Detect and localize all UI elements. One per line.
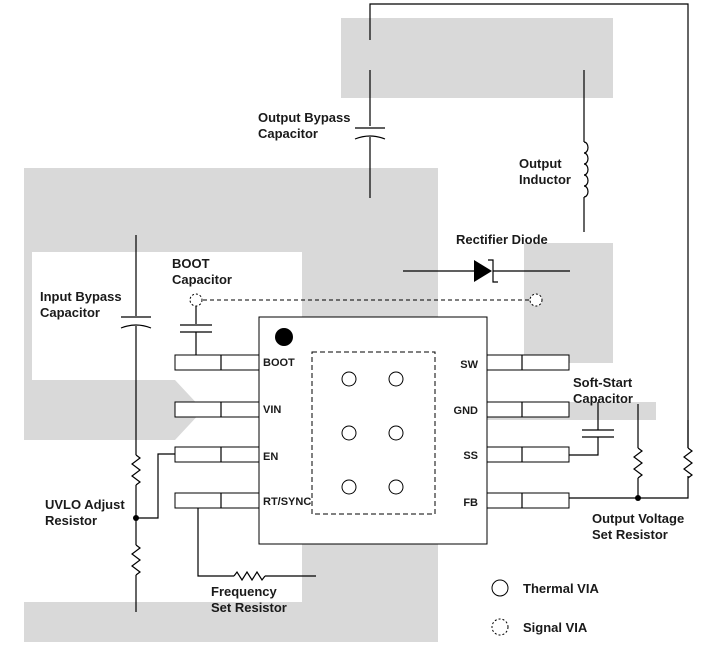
output-feedback-wire [369, 3, 689, 448]
vin-copper-area [24, 380, 203, 440]
pin-en: EN [263, 451, 278, 463]
thermal-pad [311, 351, 436, 515]
output-copper-area [341, 18, 613, 98]
output-voltage-set-resistor-label: Output Voltage Set Resistor [592, 511, 688, 542]
signal-via-legend-label: Signal VIA [523, 620, 588, 635]
ic-body [258, 316, 488, 545]
thermal-vias [341, 371, 404, 495]
pin-sw: SW [460, 359, 478, 371]
boot-capacitor-label: BOOT Capacitor [172, 256, 232, 287]
output-inductor-label: Output Inductor [519, 156, 571, 187]
legend: Thermal VIA Signal VIA [491, 579, 599, 636]
soft-start-capacitor-label: Soft-Start Capacitor [573, 375, 636, 406]
bottom-ground-plane [24, 602, 438, 642]
thermal-via-legend-icon [491, 579, 509, 597]
thermal-via [341, 371, 357, 387]
pin-ss: SS [463, 450, 478, 462]
thermal-via [388, 425, 404, 441]
ic-package: BOOT VIN EN RT/SYNC SW GND SS FB [174, 316, 570, 545]
pin1-marker [275, 328, 293, 346]
rectifier-diode-label: Rectifier Diode [456, 232, 548, 247]
thermal-via-legend-label: Thermal VIA [523, 581, 599, 596]
top-ground-plane [24, 168, 438, 252]
pin-gnd: GND [454, 405, 479, 417]
output-bypass-capacitor-label: Output Bypass Capacitor [258, 110, 354, 141]
pin-boot: BOOT [263, 357, 295, 369]
left-ground-strip [24, 252, 32, 382]
signal-via-legend-icon [491, 618, 509, 636]
frequency-set-resistor-label: Frequency Set Resistor [211, 584, 287, 615]
signal-via [529, 293, 543, 307]
wiring [120, 3, 693, 612]
pin-fb: FB [463, 497, 478, 509]
thermal-via [388, 371, 404, 387]
pin-rt-sync: RT/SYNC [263, 496, 311, 508]
thermal-via [341, 425, 357, 441]
signal-vias [189, 293, 543, 307]
input-bypass-capacitor-label: Input Bypass Capacitor [40, 289, 125, 320]
thermal-via [388, 479, 404, 495]
thermal-via [341, 479, 357, 495]
signal-via [189, 293, 203, 307]
uvlo-adjust-resistor-label: UVLO Adjust Resistor [45, 497, 128, 528]
pin-vin: VIN [263, 404, 281, 416]
